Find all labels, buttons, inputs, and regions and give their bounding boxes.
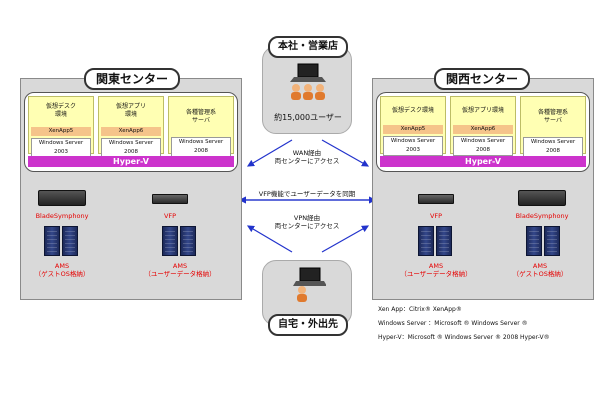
right-blade-label: BladeSymphony (515, 212, 569, 220)
right-ams-rack-3 (526, 226, 542, 256)
left-col-app: 仮想アプリ 環境 XenApp6 Windows Server 2008 (98, 96, 164, 158)
wan-arrow-right (321, 139, 370, 167)
left-blade-label: BladeSymphony (35, 212, 89, 220)
left-col-desktop-label: 仮想デスク 環境 (45, 103, 76, 118)
left-ams-user-label: AMS （ユーザーデータ格納） (144, 262, 216, 278)
legend-xenapp: Xen App：Citrix® XenApp® (378, 306, 462, 313)
right-ams-rack-1 (418, 226, 434, 256)
left-ams-rack-2 (62, 226, 78, 256)
right-col-desktop-label: 仮想デスク環境 (391, 107, 434, 114)
right-vfp-device-icon (418, 194, 454, 204)
right-col-desktop: 仮想デスク環境 XenApp5 Windows Server 2003 (380, 96, 446, 156)
laptop-user-icon (293, 267, 326, 302)
left-col-desktop-os: Windows Server 2003 (31, 138, 91, 158)
right-col-app-app: XenApp6 (453, 125, 513, 134)
laptop-users-icon (290, 63, 326, 100)
right-ams-rack-4 (544, 226, 560, 256)
right-ams-user-label: AMS （ユーザーデータ格納） (400, 262, 472, 278)
right-col-mgmt-os: Windows Server 2008 (523, 137, 583, 157)
right-col-mgmt-label: 各種管理系 サーバ (537, 109, 568, 124)
left-col-desktop-app: XenApp5 (31, 127, 91, 136)
left-col-mgmt: 各種管理系 サーバ Windows Server 2008 (168, 96, 234, 157)
wan-arrow-left (246, 139, 293, 167)
right-vfp-label: VFP (429, 212, 443, 220)
left-ams-guest-label: AMS （ゲストOS格納） (34, 262, 90, 278)
left-col-mgmt-os: Windows Server 2008 (171, 137, 231, 157)
right-hyperv-bar: Hyper-V (380, 156, 586, 167)
wan-label: WAN経由 両センターにアクセス (274, 149, 340, 165)
left-col-app-app: XenApp6 (101, 127, 161, 136)
user-count: 約15,000ユーザー (274, 113, 342, 122)
left-col-desktop: 仮想デスク 環境 XenApp5 Windows Server 2003 (28, 96, 94, 158)
left-vfp-device-icon (152, 194, 188, 204)
right-col-desktop-os: Windows Server 2003 (383, 136, 443, 156)
left-ams-rack-3 (162, 226, 178, 256)
left-center-title: 関東センター (84, 68, 180, 90)
right-col-app-label: 仮想アプリ環境 (461, 107, 504, 114)
right-blade-server-icon (518, 190, 566, 206)
right-col-app: 仮想アプリ環境 XenApp6 Windows Server 2008 (450, 96, 516, 156)
vpn-label: VPN経由 両センターにアクセス (274, 214, 340, 230)
left-vfp-label: VFP (163, 212, 177, 220)
left-col-app-os: Windows Server 2008 (101, 138, 161, 158)
right-ams-guest-label: AMS （ゲストOS格納） (512, 262, 568, 278)
right-ams-rack-2 (436, 226, 452, 256)
vpn-arrow-left (246, 225, 293, 253)
sync-label: VFP機能でユーザーデータを同期 (258, 190, 356, 198)
legend-windows-server: Windows Server ：Microsoft ® Windows Serv… (378, 320, 528, 327)
right-col-desktop-app: XenApp5 (383, 125, 443, 134)
right-col-app-os: Windows Server 2008 (453, 136, 513, 156)
left-ams-rack-4 (180, 226, 196, 256)
right-col-mgmt: 各種管理系 サーバ Windows Server 2008 (520, 96, 586, 157)
left-col-app-label: 仮想アプリ 環境 (115, 103, 146, 118)
vpn-arrow-right (321, 225, 370, 253)
head-office-title: 本社・営業店 (268, 36, 348, 58)
left-blade-server-icon (38, 190, 86, 206)
remote-site-title: 自宅・外出先 (268, 314, 348, 336)
left-hyperv-bar: Hyper-V (28, 156, 234, 167)
right-center-title: 関西センター (434, 68, 530, 90)
left-col-mgmt-label: 各種管理系 サーバ (185, 109, 216, 124)
left-ams-rack-1 (44, 226, 60, 256)
legend-hyperv: Hyper-V：Microsoft ® Windows Server ® 200… (378, 334, 550, 341)
